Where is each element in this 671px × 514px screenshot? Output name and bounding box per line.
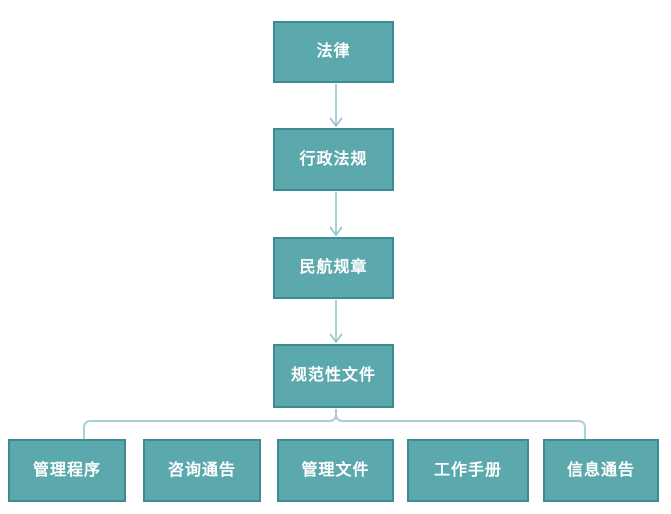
node-normative-documents-label: 规范性文件 [290,367,376,384]
node-management-procedures: 管理程序 [8,439,126,502]
node-administrative-regulations-label: 行政法规 [299,150,368,168]
node-management-procedures-label: 管理程序 [32,461,101,479]
arrow-law-to-admin [329,84,343,127]
node-management-documents-label: 管理文件 [301,461,370,479]
node-law: 法律 [273,21,394,83]
branch-rail [83,409,586,439]
node-information-circulars: 信息通告 [543,439,659,502]
node-administrative-regulations: 行政法规 [273,128,394,191]
node-advisory-circulars-label: 咨询通告 [167,461,236,479]
node-normative-documents: 规范性文件 [273,344,394,408]
node-civil-aviation-rules: 民航规章 [273,237,394,299]
node-advisory-circulars: 咨询通告 [143,439,261,502]
arrow-caac-to-normative [329,300,343,343]
node-information-circulars-label: 信息通告 [566,461,635,479]
node-law-label: 法律 [316,43,351,60]
node-management-documents: 管理文件 [277,439,394,502]
node-civil-aviation-rules-label: 民航规章 [299,259,368,276]
arrow-admin-to-caac [329,192,343,236]
node-work-manuals: 工作手册 [407,439,529,502]
node-work-manuals-label: 工作手册 [433,461,502,479]
